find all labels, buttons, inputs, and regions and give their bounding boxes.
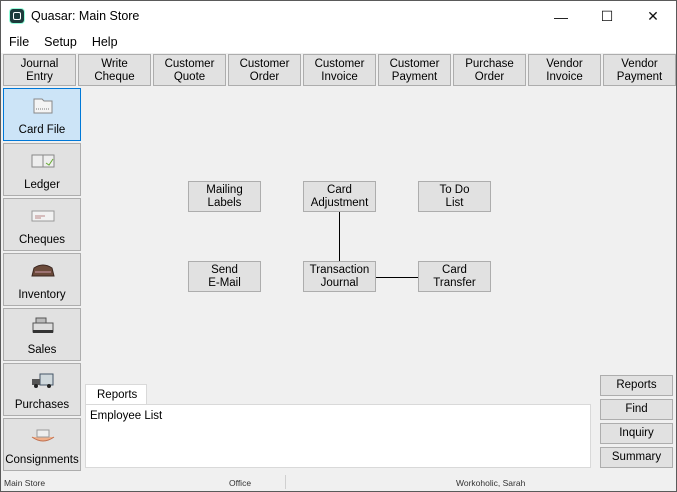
status-location: Office bbox=[229, 478, 252, 488]
maximize-button[interactable]: ☐ bbox=[600, 8, 614, 24]
vendor-payment-button[interactable]: Vendor Payment bbox=[603, 54, 676, 86]
sidebar-item-consignments[interactable]: Consignments bbox=[3, 418, 81, 471]
status-divider bbox=[285, 475, 286, 489]
status-company: Main Store bbox=[4, 478, 46, 488]
truck-icon bbox=[32, 373, 54, 388]
sidebar-item-ledger[interactable]: Ledger bbox=[3, 143, 81, 196]
find-button[interactable]: Find bbox=[600, 399, 673, 420]
sidebar-item-label: Inventory bbox=[18, 289, 66, 301]
minimize-button[interactable]: — bbox=[554, 8, 568, 25]
cheques-icon bbox=[31, 210, 55, 222]
transaction-journal-button[interactable]: Transaction Journal bbox=[303, 261, 376, 292]
module-sidebar: Card File Ledger Cheques Inventory Sales… bbox=[3, 88, 81, 471]
title-bar: Quasar: Main Store — ☐ ✕ bbox=[1, 1, 676, 32]
vendor-invoice-button[interactable]: Vendor Invoice bbox=[528, 54, 601, 86]
mailing-labels-button[interactable]: Mailing Labels bbox=[188, 181, 261, 212]
sidebar-item-inventory[interactable]: Inventory bbox=[3, 253, 81, 306]
card-adjustment-button[interactable]: Card Adjustment bbox=[303, 181, 376, 212]
ledger-icon bbox=[31, 154, 55, 168]
reports-list: Employee List bbox=[85, 404, 591, 468]
cash-register-icon bbox=[32, 317, 54, 333]
card-file-icon bbox=[33, 98, 53, 114]
sidebar-item-cheques[interactable]: Cheques bbox=[3, 198, 81, 251]
window-title: Quasar: Main Store bbox=[31, 9, 140, 23]
sidebar-item-purchases[interactable]: Purchases bbox=[3, 363, 81, 416]
app-logo-icon bbox=[10, 9, 24, 23]
purchase-order-button[interactable]: Purchase Order bbox=[453, 54, 526, 86]
sidebar-item-sales[interactable]: Sales bbox=[3, 308, 81, 361]
sidebar-item-label: Purchases bbox=[14, 399, 70, 411]
toolbar: Journal Entry Write Cheque Customer Quot… bbox=[3, 54, 676, 86]
send-email-button[interactable]: Send E-Mail bbox=[188, 261, 261, 292]
reports-button[interactable]: Reports bbox=[600, 375, 673, 396]
card-transfer-button[interactable]: Card Transfer bbox=[418, 261, 491, 292]
customer-payment-button[interactable]: Customer Payment bbox=[378, 54, 451, 86]
menu-setup[interactable]: Setup bbox=[44, 35, 77, 49]
inquiry-button[interactable]: Inquiry bbox=[600, 423, 673, 444]
write-cheque-button[interactable]: Write Cheque bbox=[78, 54, 151, 86]
sidebar-item-label: Consignments bbox=[5, 454, 79, 466]
customer-quote-button[interactable]: Customer Quote bbox=[153, 54, 226, 86]
sidebar-item-label: Ledger bbox=[24, 179, 60, 191]
tab-reports[interactable]: Reports bbox=[85, 384, 147, 406]
summary-button[interactable]: Summary bbox=[600, 447, 673, 468]
sidebar-item-card-file[interactable]: Card File bbox=[3, 88, 81, 141]
flow-connector bbox=[339, 212, 340, 261]
todo-list-button[interactable]: To Do List bbox=[418, 181, 491, 212]
flow-connector bbox=[376, 277, 418, 278]
menu-bar: File Setup Help bbox=[1, 32, 676, 53]
close-button[interactable]: ✕ bbox=[647, 8, 659, 24]
customer-order-button[interactable]: Customer Order bbox=[228, 54, 301, 86]
menu-file[interactable]: File bbox=[9, 35, 30, 49]
consignment-icon bbox=[31, 429, 55, 442]
inventory-icon bbox=[31, 264, 55, 277]
sidebar-item-label: Cheques bbox=[18, 234, 66, 246]
customer-invoice-button[interactable]: Customer Invoice bbox=[303, 54, 376, 86]
status-bar: Main Store Office Workoholic, Sarah bbox=[1, 473, 676, 491]
journal-entry-button[interactable]: Journal Entry bbox=[3, 54, 76, 86]
status-user: Workoholic, Sarah bbox=[456, 478, 526, 488]
menu-help[interactable]: Help bbox=[91, 35, 118, 49]
list-item[interactable]: Employee List bbox=[90, 410, 163, 422]
sidebar-item-label: Card File bbox=[18, 124, 66, 136]
sidebar-item-label: Sales bbox=[27, 344, 57, 356]
